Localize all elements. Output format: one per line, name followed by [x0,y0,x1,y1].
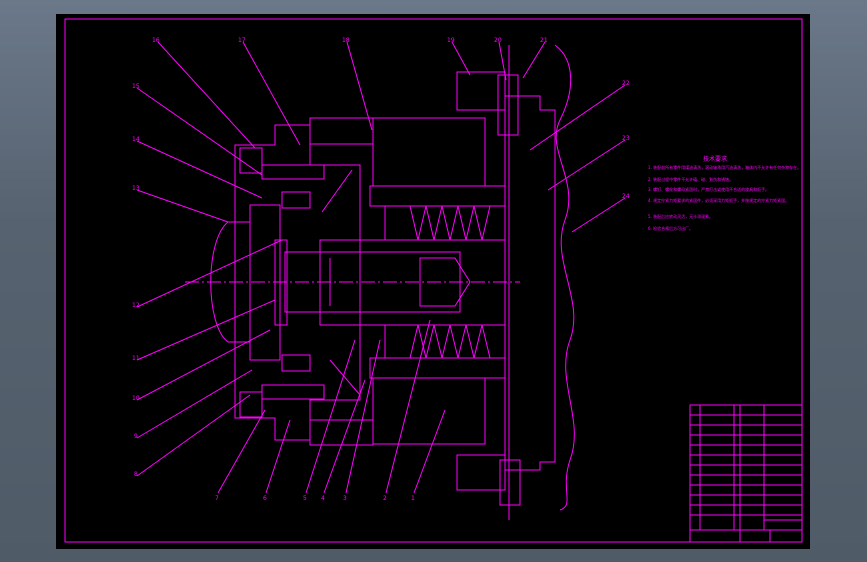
callout-6: 6 [263,495,267,502]
callout-7: 7 [215,495,219,502]
note-line-2: 2. 装配过程中零件不允许磕、碰、划伤和锈蚀。 [648,177,734,182]
callout-24: 24 [622,193,630,200]
break-line [554,44,575,511]
title-block [689,404,803,543]
callout-labels: 16 17 18 19 20 21 15 14 13 12 11 10 9 8 … [132,37,630,502]
callout-22: 22 [622,80,630,87]
callout-19: 19 [447,37,455,44]
drawing-frame [64,18,803,543]
callout-18: 18 [342,37,350,44]
callout-2: 2 [383,495,387,502]
callout-14: 14 [132,136,140,143]
note-line-5: 5. 装配后应转动灵活，无卡滞现象。 [648,214,714,219]
callout-16: 16 [152,37,160,44]
callout-5: 5 [303,495,307,502]
callout-11: 11 [132,355,140,362]
callout-4: 4 [321,495,325,502]
callout-12: 12 [132,302,140,309]
shaft [185,239,520,326]
note-line-3: 3. 螺钉、螺栓和螺母紧固时，严禁打击或使用不合适的旋具和扳手。 [648,187,770,192]
callout-15: 15 [132,83,140,90]
callout-8: 8 [134,471,138,478]
callout-17: 17 [238,37,246,44]
callout-23: 23 [622,135,630,142]
callout-3: 3 [343,495,347,502]
leader-lines [136,41,626,494]
callout-21: 21 [540,37,548,44]
note-line-1: 1. 装配前所有零件用煤油清洗，滚动轴承用汽油清洗，箱体内不允许有任何杂物存在。 [648,165,802,170]
notes-title: 技术要求 [703,156,728,163]
note-line-6: 6. 检验合格后方可出厂。 [648,226,694,231]
callout-13: 13 [132,185,140,192]
callout-20: 20 [494,37,502,44]
flange-plate [456,45,556,520]
left-hub [210,124,361,441]
note-line-4: 4. 规定拧紧力矩要求的紧固件，必须采用力矩扳手，并按规定的拧紧力矩紧固。 [648,198,790,203]
callout-10: 10 [132,395,140,402]
callout-1: 1 [411,495,415,502]
callout-9: 9 [134,433,138,440]
